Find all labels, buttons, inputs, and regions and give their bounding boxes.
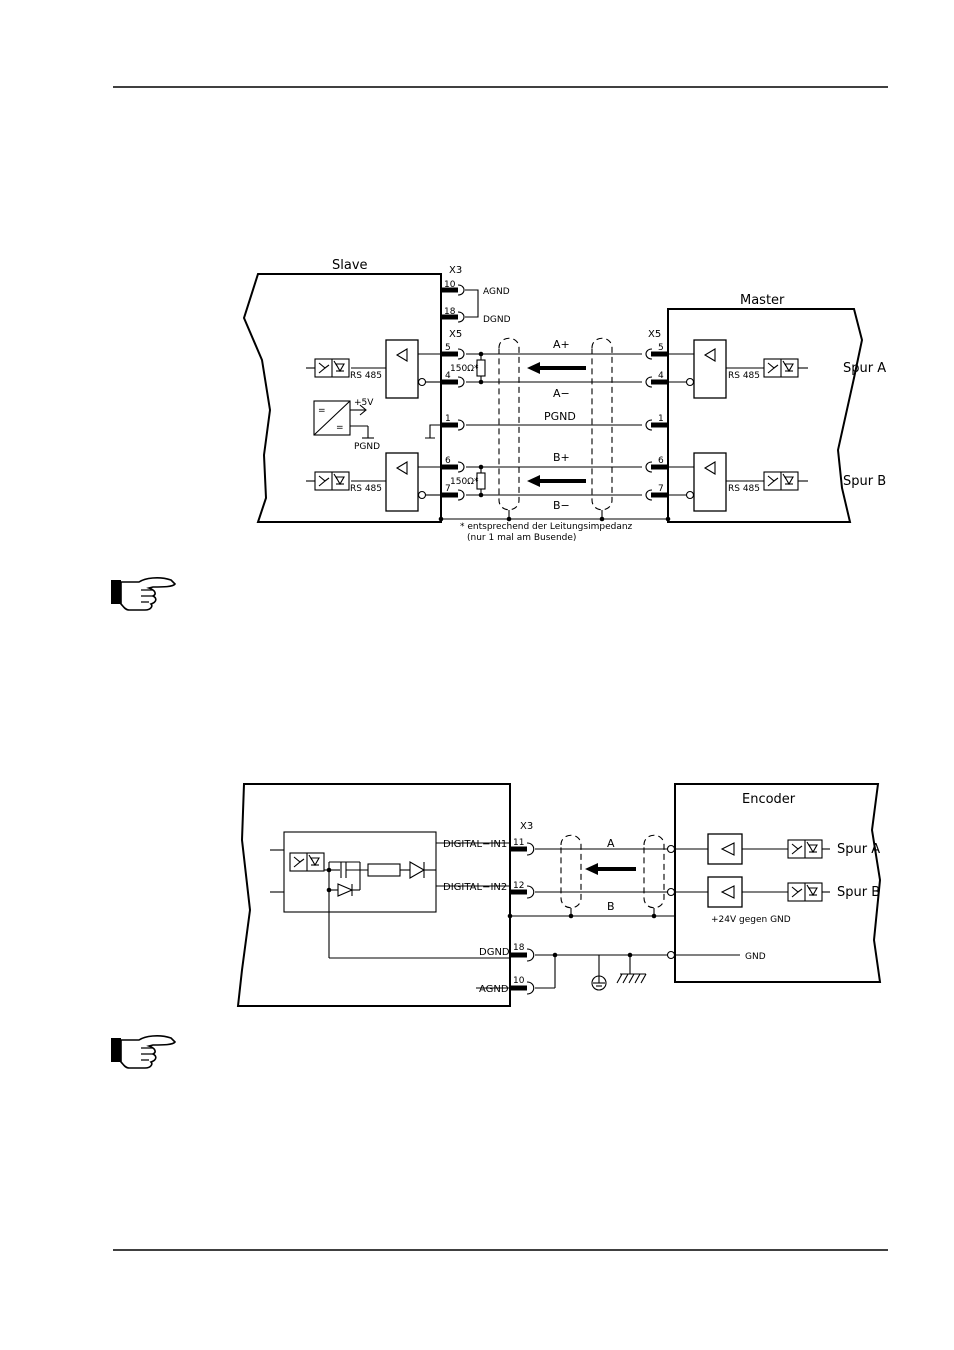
- svg-text:=: =: [318, 406, 326, 416]
- pgnd-small-label: PGND: [354, 442, 380, 452]
- master-pin-5: 5: [658, 343, 664, 353]
- slave-pin-7: 7: [445, 484, 451, 494]
- spur-b-label-2: Spur B: [837, 885, 880, 900]
- slave-pin-6: 6: [445, 456, 451, 466]
- master-title: Master: [740, 293, 785, 308]
- encoder-title: Encoder: [742, 792, 796, 807]
- slave-x5-label: X5: [449, 329, 462, 340]
- dgnd-label: DGND: [483, 315, 511, 325]
- pin-11: 11: [513, 838, 524, 848]
- master-x5-label: X5: [648, 329, 661, 340]
- spur-a-label-2: Spur A: [837, 842, 880, 857]
- master-block: [667, 308, 864, 523]
- signal-a-minus: A−: [553, 387, 570, 400]
- rs485-wiring-diagram: Slave Master X3 10 18 AGND DGND X5 X5 RS…: [242, 258, 886, 543]
- encoder-wiring-diagram: DIGITAL−IN1 DIGITAL−IN2 DGND AGND X3 11 …: [236, 783, 882, 1007]
- encoder-block: [674, 783, 882, 983]
- gnd-label: GND: [745, 952, 766, 962]
- slave-pin-4: 4: [445, 371, 451, 381]
- signal-b-plus: B+: [553, 451, 570, 464]
- slave-title: Slave: [332, 258, 368, 273]
- spur-b-label-1: Spur B: [843, 474, 886, 489]
- pin-18-2: 18: [513, 943, 525, 953]
- slave-rs485-a: RS 485: [350, 371, 382, 381]
- master-rs485-a: RS 485: [728, 371, 760, 381]
- agnd2-label: AGND: [479, 984, 509, 995]
- digital-in1-label: DIGITAL−IN1: [443, 839, 507, 850]
- input-circuit-box: [283, 831, 437, 913]
- slave-block: [242, 273, 442, 523]
- master-pin-1: 1: [658, 414, 664, 424]
- plus5v-label: +5V: [354, 398, 374, 408]
- signal-b-minus: B−: [553, 499, 570, 512]
- dgnd2-label: DGND: [479, 947, 510, 958]
- master-rs485-b: RS 485: [728, 484, 760, 494]
- pin-10-label: 10: [444, 280, 456, 290]
- drive-block: [236, 783, 511, 1007]
- signal-a-plus: A+: [553, 338, 570, 351]
- slave-pin-1: 1: [445, 414, 451, 424]
- signal-a-2: A: [607, 837, 615, 850]
- resistor-b-label: 150Ω*: [450, 477, 479, 487]
- signal-b-2: B: [607, 900, 615, 913]
- pointing-hand-icon: [110, 577, 176, 611]
- dc-dc-converter: [313, 400, 351, 436]
- supply-label: +24V gegen GND: [711, 915, 791, 925]
- master-pin-7: 7: [658, 484, 664, 494]
- x3-label-2: X3: [520, 821, 533, 832]
- pointing-hand-icon: [110, 1035, 176, 1069]
- footnote-line-2: (nur 1 mal am Busende): [467, 533, 576, 543]
- master-pin-6: 6: [658, 456, 664, 466]
- spur-a-label-1: Spur A: [843, 361, 886, 376]
- slave-pin-5: 5: [445, 343, 451, 353]
- pin-18-label: 18: [444, 307, 456, 317]
- digital-in2-label: DIGITAL−IN2: [443, 882, 507, 893]
- signal-pgnd: PGND: [544, 410, 576, 423]
- pin-12: 12: [513, 881, 524, 891]
- slave-rs485-b: RS 485: [350, 484, 382, 494]
- x3-label: X3: [449, 265, 462, 276]
- svg-text:=: =: [336, 423, 344, 433]
- master-pin-4: 4: [658, 371, 664, 381]
- footnote-line-1: * entsprechend der Leitungsimpedanz: [460, 522, 633, 532]
- resistor-a-label: 150Ω*: [450, 364, 479, 374]
- agnd-label: AGND: [483, 287, 510, 297]
- pin-10-2: 10: [513, 976, 525, 986]
